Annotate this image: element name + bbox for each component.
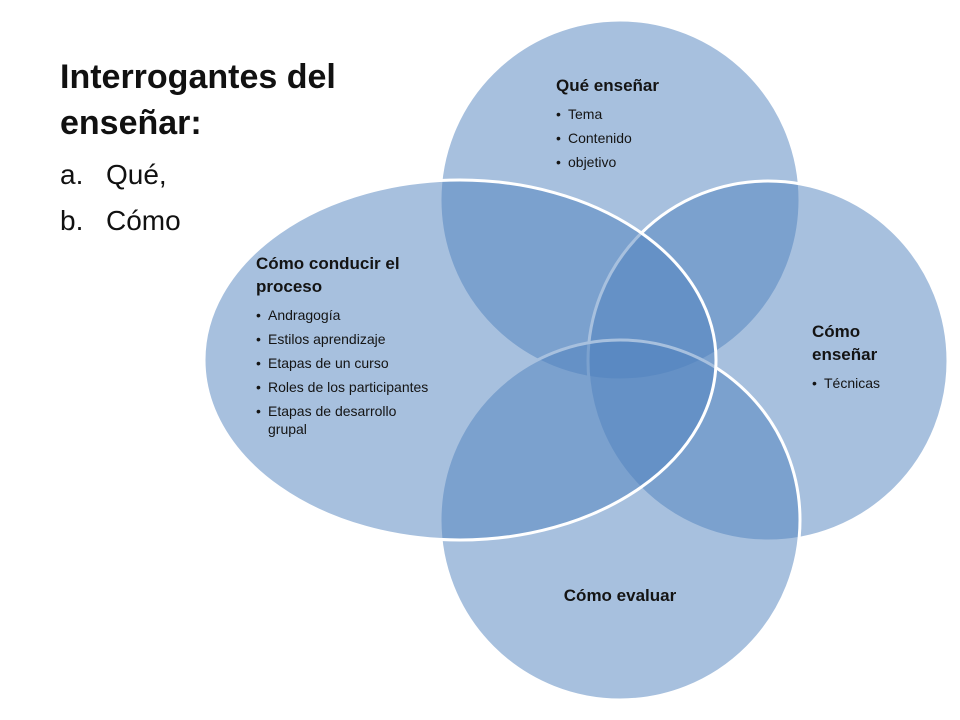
label-como-evaluar: Cómo evaluar <box>540 584 700 607</box>
question-item: a. Qué, <box>60 152 380 198</box>
label-item: Técnicas <box>812 374 912 392</box>
question-text: Qué, <box>106 159 167 190</box>
label-list: Andragogía Estilos aprendizaje Etapas de… <box>256 306 436 438</box>
label-item: objetivo <box>556 153 756 171</box>
label-que-ensenar: Qué enseñar Tema Contenido objetivo <box>556 74 756 177</box>
label-como-ensenar: Cómo enseñar Técnicas <box>812 320 912 398</box>
label-item: Estilos aprendizaje <box>256 330 436 348</box>
label-item: Roles de los participantes <box>256 378 436 396</box>
label-item: Etapas de un curso <box>256 354 436 372</box>
label-item: Tema <box>556 105 756 123</box>
label-item: Andragogía <box>256 306 436 324</box>
question-list: a. Qué, b. Cómo <box>60 152 380 244</box>
question-text: Cómo <box>106 205 181 236</box>
question-marker: a. <box>60 159 84 190</box>
label-heading: Cómo evaluar <box>563 586 677 605</box>
question-marker: b. <box>60 205 84 236</box>
question-item: b. Cómo <box>60 198 380 244</box>
title-block: Interrogantes del enseñar: a. Qué, b. Có… <box>60 54 380 244</box>
label-item: Etapas de desarrollo grupal <box>256 402 436 438</box>
label-list: Tema Contenido objetivo <box>556 105 756 171</box>
label-item: Contenido <box>556 129 756 147</box>
ellipse-left <box>202 178 718 542</box>
label-heading: Cómo conducir el proceso <box>256 254 400 296</box>
label-heading: Cómo enseñar <box>812 322 878 364</box>
label-como-conducir: Cómo conducir el proceso Andragogía Esti… <box>256 252 436 444</box>
label-list: Técnicas <box>812 374 912 392</box>
label-heading: Qué enseñar <box>556 76 659 95</box>
slide-title: Interrogantes del enseñar: <box>60 58 336 142</box>
